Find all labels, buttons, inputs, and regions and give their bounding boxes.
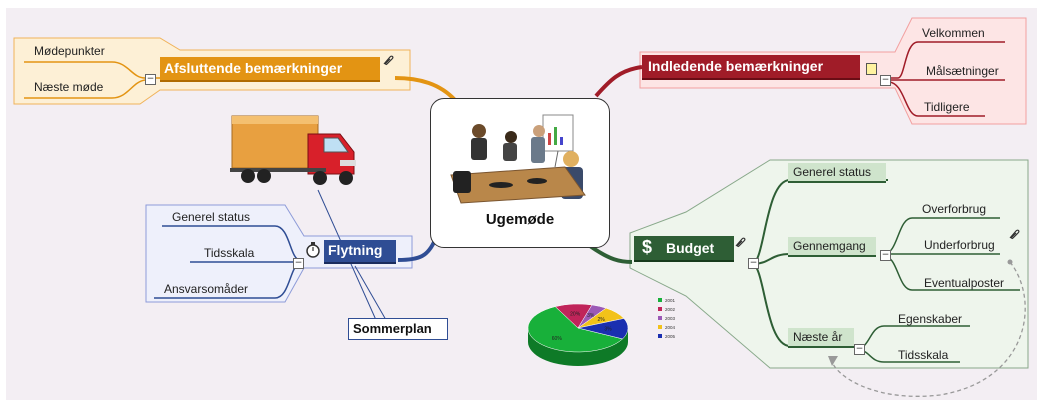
generel-status-flytning-topic[interactable]: Generel status: [172, 210, 251, 224]
central-title: Ugemøde: [485, 211, 555, 228]
næste-møde-topic[interactable]: Næste møde: [34, 80, 104, 94]
sommerplan-callout[interactable]: Sommerplan: [348, 318, 448, 340]
pie-slice: [577, 318, 629, 340]
sommerplan-label: Sommerplan: [353, 321, 432, 336]
tidligere-topic[interactable]: Tidligere: [924, 100, 970, 114]
pie-slice: [527, 306, 624, 353]
flytning-node[interactable]: Flytning: [324, 240, 396, 264]
indledende-node[interactable]: Indledende bemærkninger: [642, 55, 860, 80]
egenskaber-topic[interactable]: Egenskaber: [898, 312, 963, 326]
flytning-label: Flytning: [328, 242, 383, 258]
pie-side-wall: [528, 328, 628, 366]
tidsskala-flytning-topic[interactable]: Tidsskala: [204, 246, 255, 260]
målsætninger-topic[interactable]: Målsætninger: [926, 64, 999, 78]
paperclip-icon[interactable]: [734, 236, 746, 248]
pie-legend-label: 2005: [665, 334, 676, 339]
generel-status-budget-label: Generel status: [793, 165, 872, 179]
gennemgang-label: Gennemgang: [793, 239, 866, 253]
budget-collapse-toggle[interactable]: −: [748, 258, 759, 269]
afsluttende-node[interactable]: Afsluttende bemærkninger: [160, 57, 380, 82]
næste-år-node[interactable]: Næste år: [788, 328, 854, 348]
budget-node[interactable]: $ Budget: [634, 236, 734, 262]
pie-slice-label: 3%: [604, 326, 612, 332]
pie-slice-label: 2%: [597, 317, 605, 323]
budget-region: [629, 159, 1029, 369]
truck-image: [230, 115, 356, 185]
pie-legend-label: 2001: [665, 298, 676, 303]
pie-slice-label: 3%: [587, 313, 595, 319]
tidsskala-budget-topic[interactable]: Tidsskala: [898, 348, 949, 362]
meeting-image: [450, 114, 586, 204]
gennemgang-node[interactable]: Gennemgang: [788, 237, 876, 257]
næste-år-collapse-toggle[interactable]: −: [854, 344, 865, 355]
pie-legend-swatch: [658, 316, 662, 320]
pie-legend-swatch: [658, 325, 662, 329]
note-icon[interactable]: [866, 63, 877, 75]
pie-legend-swatch: [658, 298, 662, 302]
indledende-label: Indledende bemærkninger: [648, 58, 824, 74]
central-node[interactable]: Ugemøde: [430, 98, 610, 248]
paperclip-icon[interactable]: [1008, 228, 1020, 240]
gennemgang-collapse-toggle[interactable]: −: [880, 250, 891, 261]
pie-slice-label: 60%: [552, 336, 563, 342]
budget-label: Budget: [666, 240, 715, 256]
generel-status-budget-node[interactable]: Generel status: [788, 163, 886, 183]
afsluttende-collapse-toggle[interactable]: −: [145, 74, 156, 85]
pie-legend-label: 2003: [665, 316, 676, 321]
pie-legend-label: 2004: [665, 325, 676, 330]
overforbrug-topic[interactable]: Overforbrug: [922, 202, 987, 216]
næste-år-label: Næste år: [793, 330, 843, 344]
pie-legend-label: 2002: [665, 307, 676, 312]
pie-slice-label: 20%: [570, 312, 581, 318]
eventualposter-topic[interactable]: Eventualposter: [924, 276, 1005, 290]
mødepunkter-topic[interactable]: Mødepunkter: [34, 44, 105, 58]
afsluttende-label: Afsluttende bemærkninger: [164, 60, 343, 76]
indledende-collapse-toggle[interactable]: −: [880, 75, 891, 86]
velkommen-topic[interactable]: Velkommen: [922, 26, 985, 40]
pie-legend-swatch: [658, 307, 662, 311]
pie-legend-swatch: [658, 334, 662, 338]
flytning-region: [145, 204, 413, 303]
paperclip-icon[interactable]: [382, 54, 394, 66]
dollar-icon: $: [642, 237, 653, 257]
underforbrug-topic[interactable]: Underforbrug: [924, 238, 995, 252]
stopwatch-icon[interactable]: [305, 242, 321, 258]
flytning-collapse-toggle[interactable]: −: [293, 258, 304, 269]
ansvarsomåder-topic[interactable]: Ansvarsomåder: [164, 282, 249, 296]
